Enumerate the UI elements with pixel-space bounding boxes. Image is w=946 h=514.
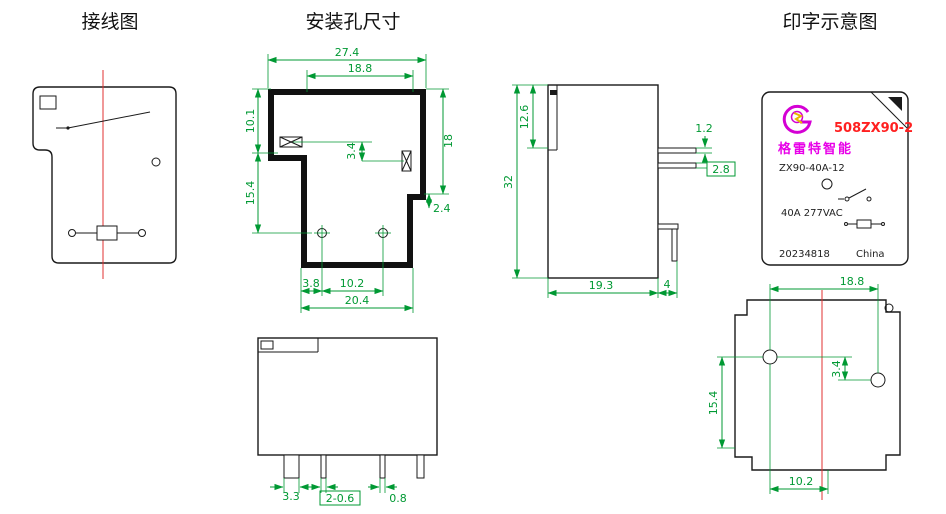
label-brand: 格雷特智能 [778, 141, 853, 157]
mounting-dimensions: 27.4 18.8 10.1 15.4 18 2.4 3.4 3.8 10.2 … [244, 46, 455, 312]
dim-bottom-width: 20.4 [345, 294, 370, 307]
bottom-hole-left [762, 349, 778, 365]
brand-logo-icon [782, 104, 812, 134]
dim-pin-offset: 4 [664, 278, 671, 291]
label-coil-symbol [844, 219, 885, 229]
dim-hole-center-offset: 10.2 [789, 475, 814, 488]
dim-hole-vertical-offset: 3.4 [830, 360, 843, 378]
coil-symbol [68, 225, 146, 241]
view-side: 12.6 32 1.2 2.8 19.3 4 [502, 84, 736, 298]
title-wiring-diagram: 接线图 [81, 11, 138, 33]
relay-outline [32, 86, 177, 264]
mounting-outline [268, 89, 426, 268]
dim-slot-offset: 3.4 [345, 142, 358, 160]
dim-body-depth: 19.3 [589, 279, 614, 292]
dim-right-step: 2.4 [433, 202, 451, 215]
side-pin-bent [657, 223, 679, 262]
front-body [257, 337, 438, 456]
dim-mid-pin-width: 0.8 [389, 492, 407, 505]
bottom-extension-lines [717, 284, 879, 494]
label-model: 508ZX90-2 [834, 121, 913, 136]
side-pin-upper [657, 147, 697, 154]
side-dimensions: 12.6 32 1.2 2.8 19.3 4 [502, 84, 736, 297]
view-bottom: 18.8 3.4 15.4 10.2 [707, 275, 901, 500]
view-mounting-holes: 27.4 18.8 10.1 15.4 18 2.4 3.4 3.8 10.2 … [244, 46, 455, 313]
dim-upper-left-height: 10.1 [244, 109, 257, 134]
dim-pin-width: 2.8 [712, 163, 730, 176]
dim-upper-height: 12.6 [518, 105, 531, 130]
bottom-hole-right [870, 372, 886, 388]
dim-left-pin-width: 3.3 [282, 490, 300, 503]
pin-hole-right [375, 225, 391, 241]
front-pin-thin-2 [379, 454, 386, 479]
bottom-corner-hole [884, 303, 894, 313]
side-latch-mark [550, 90, 557, 95]
label-chamfer [870, 91, 909, 130]
dim-right-height: 18 [442, 134, 455, 148]
title-marking: 印字示意图 [782, 11, 877, 33]
front-pin-right [416, 454, 425, 479]
front-pin-thin-1 [320, 454, 327, 479]
front-dimensions: 3.3 2-0.6 0.8 [270, 483, 407, 506]
dim-pin-width-box [706, 161, 736, 177]
corner-triangle-mark [888, 97, 902, 111]
side-body [547, 84, 659, 279]
label-switch-symbol [838, 188, 872, 202]
front-vent-detail [260, 340, 274, 350]
label-rating: 40A 277VAC [781, 208, 843, 219]
dim-lower-left-height: 15.4 [244, 181, 257, 206]
dim-thin-pins: 2-0.6 [326, 492, 354, 505]
label-part-number: ZX90-40A-12 [779, 163, 845, 174]
dim-inner-width: 18.8 [348, 62, 373, 75]
bottom-dimensions: 18.8 3.4 15.4 10.2 [707, 275, 879, 493]
dim-thin-pins-box [319, 490, 361, 506]
switch-contact-symbol [56, 111, 161, 167]
pin-hole-left [314, 225, 330, 241]
front-pin-wide [283, 454, 300, 479]
bottom-outline [734, 299, 901, 471]
dim-overall-width: 27.4 [335, 46, 360, 59]
title-mounting-holes: 安装孔尺寸 [305, 11, 400, 33]
dim-total-height: 32 [502, 175, 515, 189]
dim-hole-edge-offset: 3.8 [302, 277, 320, 290]
label-circle-mark [821, 178, 833, 190]
view-front: 3.3 2-0.6 0.8 [257, 337, 438, 506]
view-wiring-diagram [32, 70, 177, 279]
side-pin-lower [657, 162, 697, 169]
dim-hole-pitch: 10.2 [340, 277, 365, 290]
dim-pin-thickness: 1.2 [695, 122, 713, 135]
dim-hole-span: 18.8 [840, 275, 865, 288]
fixed-terminal-box [39, 95, 57, 110]
view-marking: 508ZX90-2 格雷特智能 ZX90-40A-12 40A 277VAC 2… [761, 91, 913, 266]
label-origin: China [856, 249, 885, 260]
dim-hole-edge-height: 15.4 [707, 391, 720, 416]
label-date-code: 20234818 [779, 249, 830, 260]
